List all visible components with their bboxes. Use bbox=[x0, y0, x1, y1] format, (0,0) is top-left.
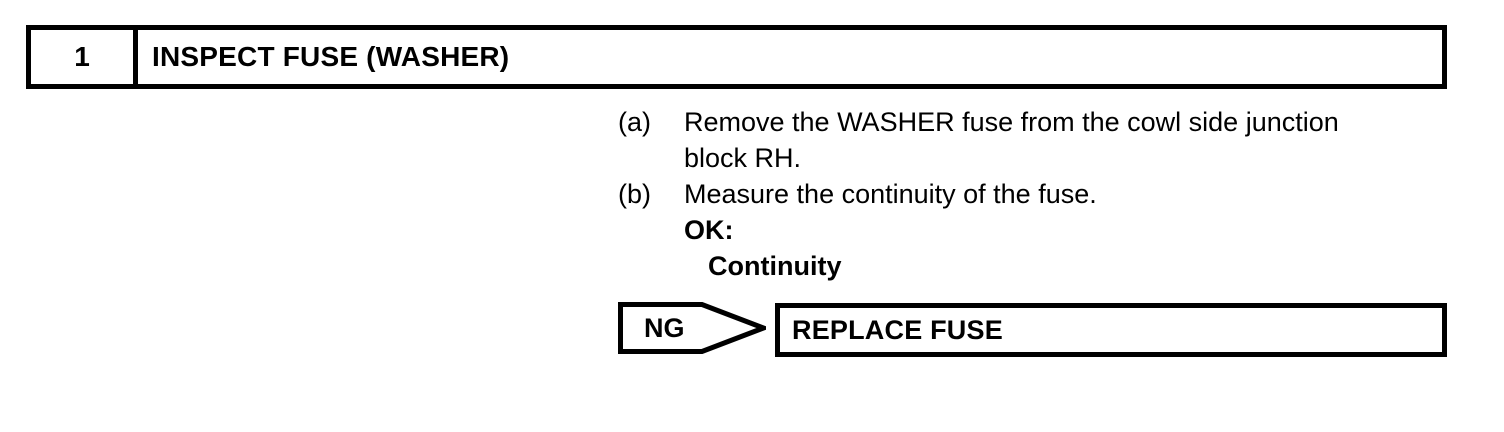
arrow-right-icon bbox=[618, 302, 766, 354]
ok-criteria-label: OK: bbox=[684, 215, 734, 245]
instruction-marker: (a) bbox=[618, 107, 651, 137]
ok-criteria-value: Continuity bbox=[708, 251, 842, 281]
step-header-bar: 1 INSPECT FUSE (WASHER) bbox=[26, 25, 1447, 89]
instruction-text: block RH. bbox=[684, 143, 802, 173]
step-number: 1 bbox=[74, 41, 90, 72]
instruction-item: (b) Measure the continuity of the fuse. bbox=[618, 176, 1448, 212]
ng-arrow-shape: NG bbox=[618, 302, 766, 354]
ng-branch-row: NG REPLACE FUSE bbox=[618, 300, 1448, 360]
ng-label: NG bbox=[644, 313, 685, 343]
step-title-cell: INSPECT FUSE (WASHER) bbox=[138, 30, 1442, 84]
instruction-marker: (b) bbox=[618, 179, 651, 209]
instruction-text: Remove the WASHER fuse from the cowl sid… bbox=[684, 107, 1339, 137]
instruction-item: (a) Remove the WASHER fuse from the cowl… bbox=[618, 104, 1448, 140]
instruction-item: OK: bbox=[618, 212, 1448, 248]
step-number-cell: 1 bbox=[31, 30, 138, 84]
instruction-item: block RH. bbox=[618, 140, 1448, 176]
instruction-item: Continuity bbox=[618, 248, 1448, 284]
instruction-list: (a) Remove the WASHER fuse from the cowl… bbox=[618, 104, 1448, 284]
step-title: INSPECT FUSE (WASHER) bbox=[152, 41, 510, 72]
result-action-box: REPLACE FUSE bbox=[775, 303, 1447, 357]
instruction-text: Measure the continuity of the fuse. bbox=[684, 179, 1097, 209]
result-action-label: REPLACE FUSE bbox=[792, 314, 1003, 345]
